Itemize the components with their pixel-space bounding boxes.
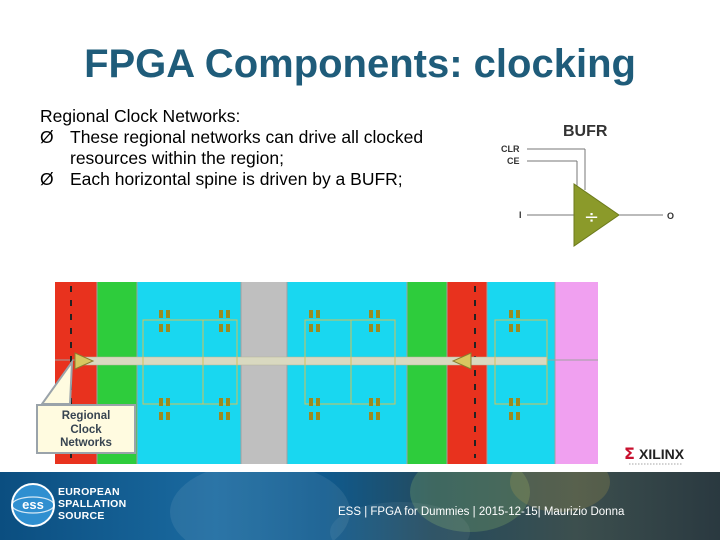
column-cyan-1 [137, 282, 241, 464]
bullet-arrow-icon: Ø [40, 127, 70, 169]
bullet-item: Ø These regional networks can drive all … [40, 127, 480, 169]
column-gray [241, 282, 287, 464]
bullet-text: These regional networks can drive all cl… [70, 127, 480, 169]
logic-cell [376, 310, 380, 318]
logic-cell [159, 412, 163, 420]
logic-cell [516, 324, 520, 332]
bufr-title: BUFR [563, 123, 608, 140]
logic-cell [226, 412, 230, 420]
bufr-port-o: O [667, 211, 674, 221]
logic-cell [226, 310, 230, 318]
ess-logo: ess [10, 482, 56, 528]
logic-cell [309, 398, 313, 406]
logic-cell [309, 310, 313, 318]
logic-cell [316, 324, 320, 332]
logic-cell [376, 324, 380, 332]
bufr-port-clr: CLR [501, 144, 520, 154]
logic-cell [316, 398, 320, 406]
bufr-divide-symbol: ÷ [584, 207, 599, 228]
logic-cell [369, 324, 373, 332]
callout-line: Clock [38, 424, 134, 438]
bufr-port-ce: CE [507, 156, 520, 166]
callout-line: Regional [38, 410, 134, 424]
logic-cell [316, 412, 320, 420]
logic-cell [369, 310, 373, 318]
logic-cell [166, 398, 170, 406]
column-cyan-3 [487, 282, 555, 464]
xilinx-mark: Σ [624, 444, 635, 463]
logic-cell [516, 412, 520, 420]
logic-cell [376, 398, 380, 406]
organisation-name: EUROPEAN SPALLATION SOURCE [58, 486, 127, 522]
slide-title: FPGA Components: clocking [0, 42, 720, 87]
logic-cell [166, 310, 170, 318]
bullet-arrow-icon: Ø [40, 169, 70, 190]
logic-cell [219, 412, 223, 420]
logic-cell [509, 412, 513, 420]
bufr-port-i: I [519, 210, 522, 220]
column-pink [555, 282, 598, 464]
logic-cell [509, 398, 513, 406]
logic-cell [219, 398, 223, 406]
bullet-list: Regional Clock Networks: Ø These regiona… [40, 106, 480, 190]
logic-cell [159, 310, 163, 318]
logic-cell [509, 310, 513, 318]
logic-cell [219, 324, 223, 332]
bullet-item: Ø Each horizontal spine is driven by a B… [40, 169, 480, 190]
bullet-intro: Regional Clock Networks: [40, 106, 480, 127]
logic-cell [226, 324, 230, 332]
logic-cell [509, 324, 513, 332]
xilinx-logo: Σ XILINX [622, 442, 692, 470]
logic-cell [219, 310, 223, 318]
logic-cell [159, 398, 163, 406]
logic-cell [226, 398, 230, 406]
bufr-diagram: BUFR CLR CE I ÷ O [495, 112, 695, 252]
fpga-region-diagram [55, 282, 598, 464]
logic-cell [369, 398, 373, 406]
xilinx-wordmark: XILINX [639, 446, 685, 462]
callout-pointer [36, 360, 126, 410]
logic-cell [369, 412, 373, 420]
bullet-text: Each horizontal spine is driven by a BUF… [70, 169, 480, 190]
footer-banner: ess EUROPEAN SPALLATION SOURCE ESS | FPG… [0, 472, 720, 540]
clock-spine [77, 357, 547, 365]
logic-cell [316, 310, 320, 318]
logic-cell [516, 398, 520, 406]
logic-cell [376, 412, 380, 420]
footer-caption: ESS | FPGA for Dummies | 2015-12-15| Mau… [338, 506, 624, 518]
callout-line: Networks [38, 437, 134, 451]
logic-cell [166, 412, 170, 420]
column-red-right [447, 282, 487, 464]
logic-cell [309, 412, 313, 420]
regional-clock-callout: Regional Clock Networks [36, 404, 136, 454]
logic-cell [516, 310, 520, 318]
ess-logo-text: ess [22, 497, 44, 512]
logic-cell [166, 324, 170, 332]
logic-cell [159, 324, 163, 332]
logic-cell [309, 324, 313, 332]
column-green-mid [407, 282, 447, 464]
